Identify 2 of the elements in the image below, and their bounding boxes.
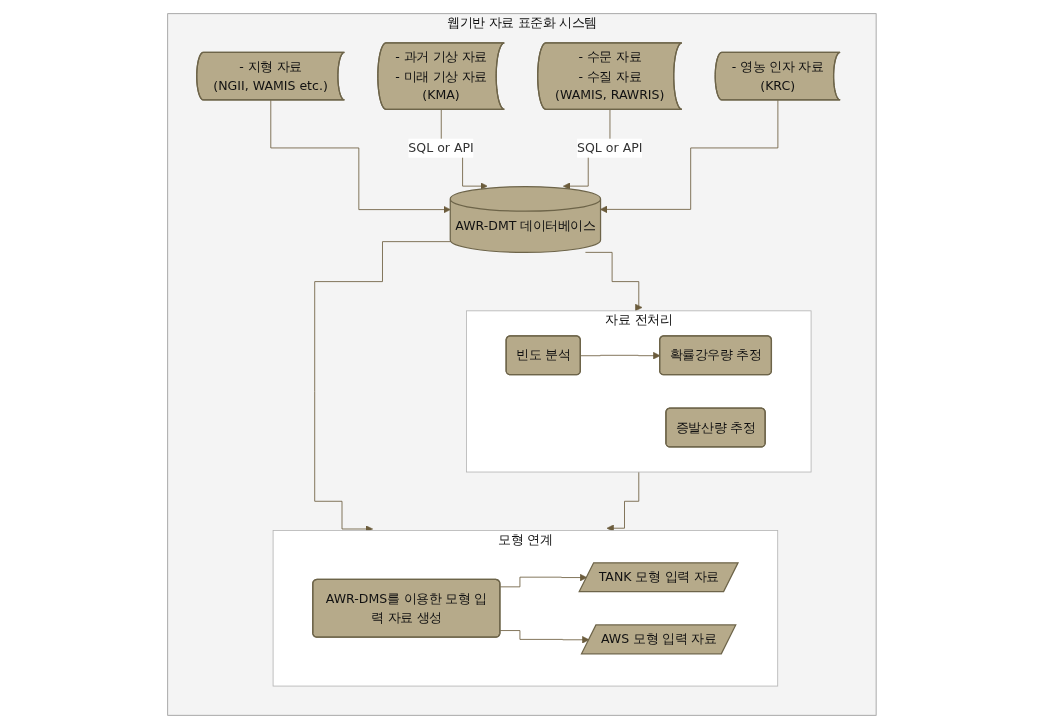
- edge-label: SQL or API: [576, 139, 643, 155]
- edge-label: SQL or API: [407, 139, 474, 155]
